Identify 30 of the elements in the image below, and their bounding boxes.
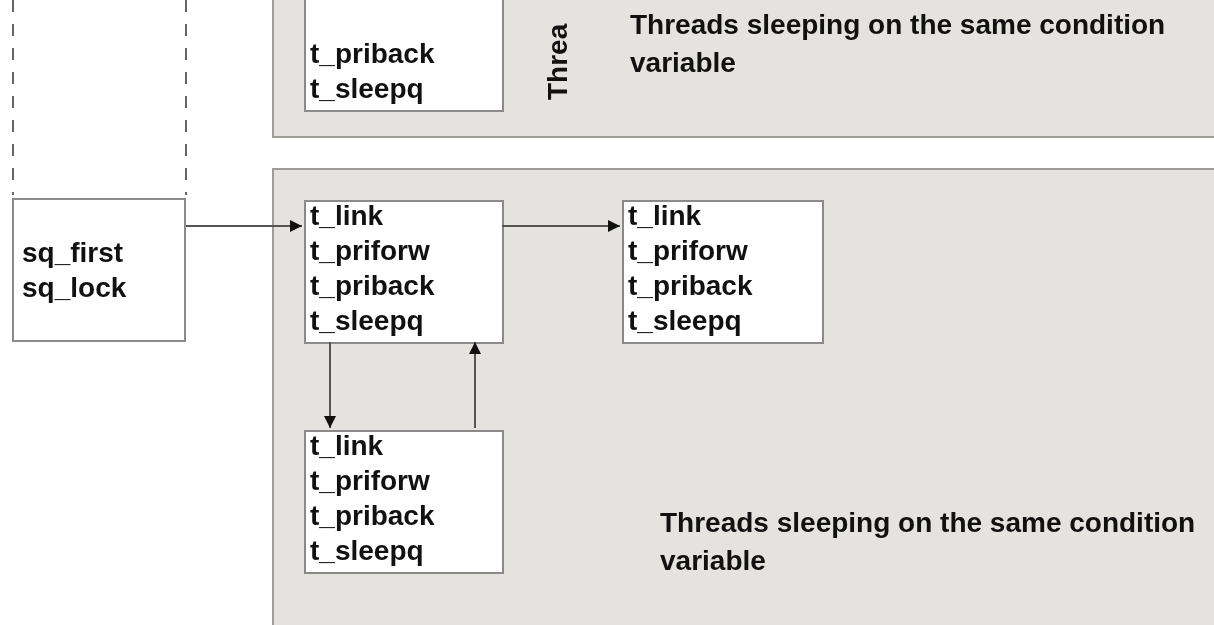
group-panel (272, 0, 1214, 138)
arrow (501, 220, 621, 232)
struct-box (304, 200, 504, 344)
field-name: t_sleepq (310, 534, 425, 568)
struct-box (622, 200, 824, 344)
field-name: t_priback (310, 499, 436, 533)
arrow (469, 341, 481, 429)
field-name: t_priforw (310, 464, 431, 498)
field-name: t_priback (628, 269, 754, 303)
field-name: t_link (628, 199, 703, 233)
struct-box (12, 198, 186, 342)
field-name: t_sleepq (310, 304, 425, 338)
field-name: t_priforw (628, 234, 749, 268)
struct-box (304, 0, 504, 112)
struct-box (304, 430, 504, 574)
field-name: t_priback (310, 37, 436, 71)
panel-caption: Threads sleeping on the same condition variable (630, 8, 1167, 80)
field-name: sq_lock (22, 271, 128, 305)
field-name: t_sleepq (310, 72, 425, 106)
arrow (324, 341, 336, 429)
field-name: t_link (310, 429, 385, 463)
field-name: t_priforw (310, 234, 431, 268)
field-name: t_link (310, 199, 385, 233)
field-name: t_priback (310, 269, 436, 303)
field-name: sq_first (22, 236, 125, 270)
arrow (185, 220, 303, 232)
vertical-caption: Threa (542, 23, 574, 100)
group-panel (272, 168, 1214, 625)
panel-caption: Threads sleeping on the same condition variable (660, 506, 1197, 578)
field-name: t_sleepq (628, 304, 743, 338)
